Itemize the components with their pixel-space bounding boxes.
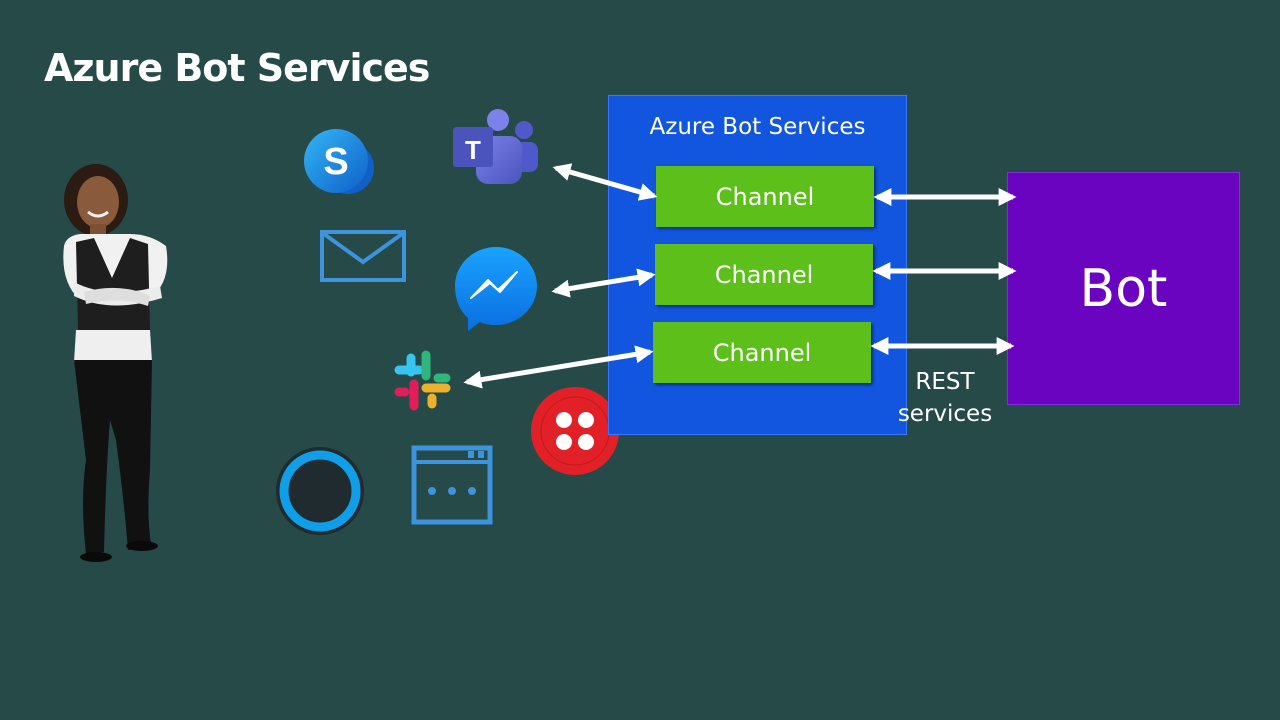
slide-title: Azure Bot Services: [44, 46, 430, 90]
arrow-teams-channel: [552, 163, 658, 201]
azure-bot-services-label: Azure Bot Services: [649, 114, 866, 140]
rest-services-label: REST services: [895, 366, 995, 430]
channel-box-1: Channel: [656, 166, 874, 227]
messenger-icon: [455, 247, 537, 331]
skype-icon: S: [304, 129, 374, 194]
rest-label-line1: REST: [915, 369, 975, 395]
svg-text:T: T: [465, 135, 481, 165]
person-illustration: [63, 164, 168, 562]
channel-box-3: Channel: [653, 322, 871, 383]
bot-box: Bot: [1007, 172, 1240, 405]
cortana-icon: [276, 447, 364, 535]
arrow-messenger-channel: [551, 268, 656, 298]
web-chat-icon: [411, 445, 493, 525]
rest-label-line2: services: [897, 401, 993, 427]
email-icon: [320, 230, 406, 282]
svg-text:S: S: [323, 141, 348, 183]
arrow-slack-channel: [463, 345, 654, 389]
teams-icon: T: [453, 109, 538, 184]
twilio-icon: [531, 387, 619, 475]
channel-box-2: Channel: [655, 244, 873, 305]
slack-icon: [394, 350, 451, 411]
